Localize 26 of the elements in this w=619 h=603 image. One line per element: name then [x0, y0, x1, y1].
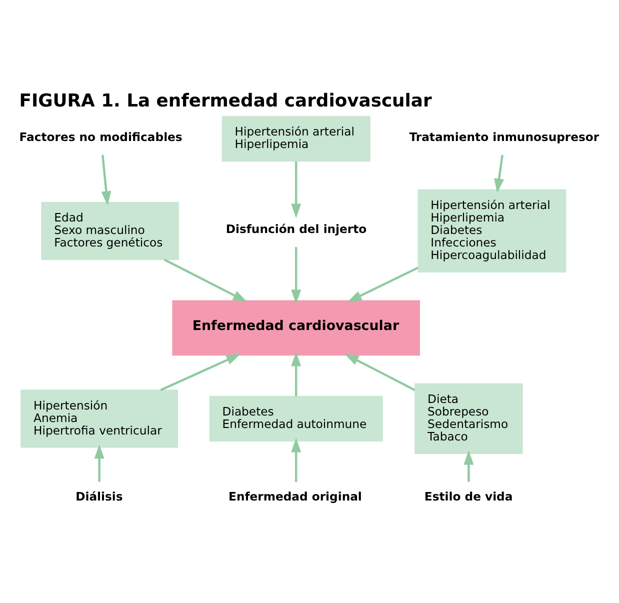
arrow — [291, 351, 302, 396]
node-box: Enfermedad cardiovascular — [172, 300, 420, 356]
node-text: Enfermedad original — [228, 488, 362, 503]
arrow — [164, 258, 248, 302]
arrow — [101, 154, 112, 206]
arrow — [464, 450, 474, 482]
node-text: Diálisis — [76, 488, 123, 503]
diagram-title: FIGURA 1. La enfermedad cardiovascular — [19, 90, 432, 112]
arrow — [347, 266, 418, 302]
node-box: Hipertensión arterial Hiperlipemia Diabetes Infecciones Hipercoagulabilidad — [418, 188, 566, 272]
arrow — [291, 246, 302, 304]
arrow — [494, 154, 504, 193]
arrow — [344, 353, 416, 391]
arrow — [160, 353, 241, 391]
node-box: Edad Sexo masculino Factores genéticos — [41, 201, 179, 260]
node-box: Dieta Sobrepeso Sedentarismo Tabaco — [414, 382, 523, 454]
node-text: Disfunción del injerto — [226, 222, 367, 236]
node-box: Diabetes Enfermedad autoinmune — [209, 395, 383, 442]
node-box: Hipertensión arterial Hiperlipemia — [222, 115, 370, 162]
arrow — [291, 160, 302, 218]
node-box: Hipertensión Anemia Hipertrofia ventricular — [20, 389, 178, 448]
node-text: Estilo de vida — [424, 488, 513, 503]
node-text: Factores no modificables — [19, 129, 182, 144]
arrow — [94, 444, 104, 482]
arrow — [291, 437, 302, 482]
node-text: Tratamiento inmunosupresor — [409, 129, 600, 144]
